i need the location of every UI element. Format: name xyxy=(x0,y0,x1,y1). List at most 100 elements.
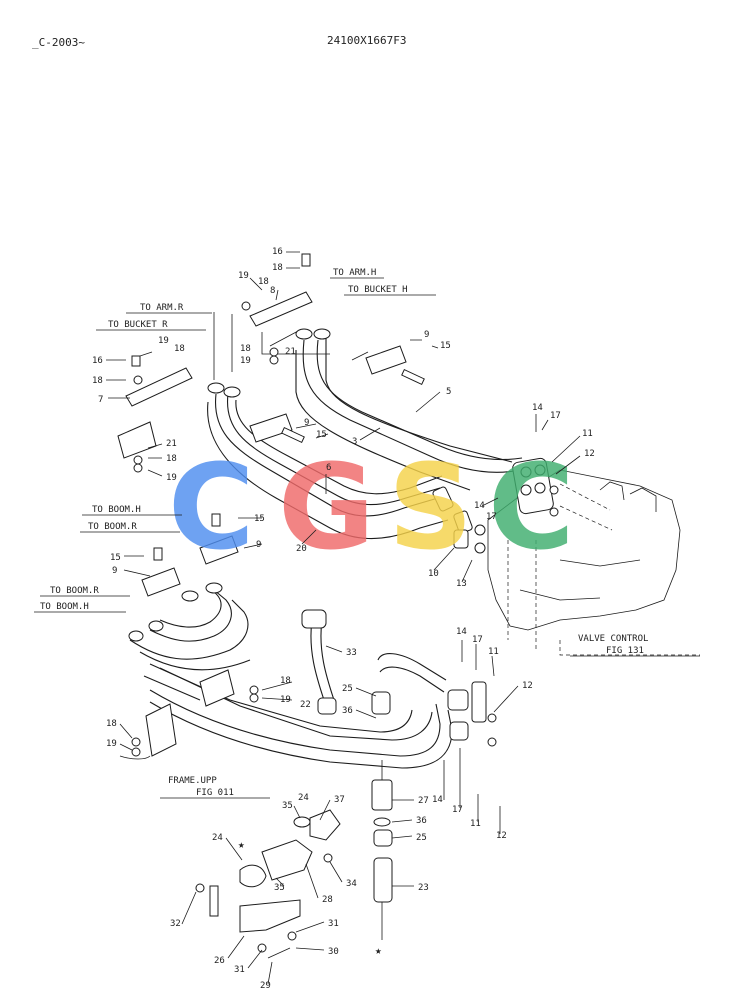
header-model-code: _C-2003~ xyxy=(32,36,85,49)
callout: 26 xyxy=(214,956,225,966)
label-frame-upp: FRAME.UPP xyxy=(168,776,217,786)
callout: 18 xyxy=(240,344,251,354)
watermark-letter-4: C xyxy=(488,438,575,576)
callout: 19 xyxy=(106,739,117,749)
callout: 15 xyxy=(254,514,265,524)
callout: 16 xyxy=(272,247,283,257)
label-to-boom-r-upper: TO BOOM.R xyxy=(88,522,137,532)
callout: 10 xyxy=(428,569,439,579)
callout: 18 xyxy=(166,454,177,464)
callout: 20 xyxy=(296,544,307,554)
callout: 9 xyxy=(112,566,117,576)
header-drawing-number: 24100X1667F3 xyxy=(327,34,406,47)
callout: 22 xyxy=(300,700,311,710)
lower-pipe-bundle xyxy=(129,589,453,769)
label-to-bucket-r: TO BUCKET R xyxy=(108,320,168,330)
callout: 11 xyxy=(488,647,499,657)
callout: 36 xyxy=(342,706,353,716)
callout: 6 xyxy=(326,463,331,473)
star-marker: ★ xyxy=(375,944,382,957)
callout: 25 xyxy=(342,684,353,694)
callout: 3 xyxy=(352,437,357,447)
callout: 35 xyxy=(282,801,293,811)
callout: 23 xyxy=(418,883,429,893)
callout: 24 xyxy=(298,793,309,803)
callout: 18 xyxy=(174,344,185,354)
label-to-arm-r: TO ARM.R xyxy=(140,303,184,313)
callout: 19 xyxy=(158,336,169,346)
callout: 19 xyxy=(280,695,291,705)
label-to-bucket-h: TO BUCKET H xyxy=(348,285,408,295)
leader-lines xyxy=(106,251,581,985)
callout: 11 xyxy=(582,429,593,439)
callout: 32 xyxy=(170,919,181,929)
part-callouts: 16 18 19 18 8 21 18 19 9 15 16 18 19 18 … xyxy=(92,247,595,991)
callout: 13 xyxy=(456,579,467,589)
callout: 28 xyxy=(322,895,333,905)
callout: 17 xyxy=(486,512,497,522)
callout: 17 xyxy=(550,411,561,421)
callout: 29 xyxy=(260,981,271,991)
callout: 14 xyxy=(532,403,543,413)
callout: 21 xyxy=(285,347,296,357)
upper-fittings xyxy=(207,328,486,554)
callout: 27 xyxy=(418,796,429,806)
callout: 8 xyxy=(270,286,275,296)
callout: 5 xyxy=(446,387,451,397)
callout: 25 xyxy=(416,833,427,843)
callout: 31 xyxy=(328,919,339,929)
callout: 15 xyxy=(316,430,327,440)
watermark-letter-2: G xyxy=(278,438,375,576)
callout: 19 xyxy=(166,473,177,483)
callout: 18 xyxy=(106,719,117,729)
callout: 19 xyxy=(238,271,249,281)
valve-control-block xyxy=(487,469,700,656)
callout: 12 xyxy=(496,831,507,841)
callout: 17 xyxy=(452,805,463,815)
star-marker: ★ xyxy=(238,838,245,851)
callout: 24 xyxy=(212,833,223,843)
label-frame-fig: FIG 011 xyxy=(196,788,234,798)
upper-pipe-bundle xyxy=(207,329,523,540)
callout: 14 xyxy=(474,501,485,511)
label-to-arm-h: TO ARM.H xyxy=(333,268,376,278)
callout: 34 xyxy=(346,879,357,889)
callout: 31 xyxy=(234,965,245,975)
callout: 16 xyxy=(92,356,103,366)
label-valve-fig: FIG 131 xyxy=(606,646,644,656)
callout: 17 xyxy=(472,635,483,645)
label-to-boom-h-lower: TO BOOM.H xyxy=(40,602,89,612)
callout: 12 xyxy=(522,681,533,691)
callout: 19 xyxy=(240,356,251,366)
label-valve-control: VALVE CONTROL xyxy=(578,634,648,644)
watermark-logo: C G S C xyxy=(168,438,575,576)
callout: 18 xyxy=(280,676,291,686)
callout: 30 xyxy=(328,947,339,957)
callout: 21 xyxy=(166,439,177,449)
callout: 18 xyxy=(258,277,269,287)
frame-brackets xyxy=(119,669,259,760)
callout: 18 xyxy=(272,263,283,273)
watermark-letter-3: S xyxy=(388,438,473,576)
callout: 9 xyxy=(304,418,309,428)
callout: 37 xyxy=(334,795,345,805)
callout: 35 xyxy=(274,883,285,893)
label-to-boom-h-upper: TO BOOM.H xyxy=(92,505,141,515)
label-to-boom-r-lower: TO BOOM.R xyxy=(50,586,99,596)
upper-brackets xyxy=(117,253,425,597)
watermark-letter-1: C xyxy=(168,438,255,576)
lower-assembly xyxy=(195,760,393,959)
callout: 7 xyxy=(98,395,103,405)
callout: 14 xyxy=(456,627,467,637)
destination-labels: TO ARM.H TO BUCKET H TO ARM.R TO BUCKET … xyxy=(34,268,700,799)
callout: 36 xyxy=(416,816,427,826)
callout: 9 xyxy=(424,330,429,340)
callout: 14 xyxy=(432,795,443,805)
callout: 12 xyxy=(584,449,595,459)
callout: 11 xyxy=(470,819,481,829)
callout: 33 xyxy=(346,648,357,658)
callout: 15 xyxy=(110,553,121,563)
callout: 18 xyxy=(92,376,103,386)
callout: 15 xyxy=(440,341,451,351)
